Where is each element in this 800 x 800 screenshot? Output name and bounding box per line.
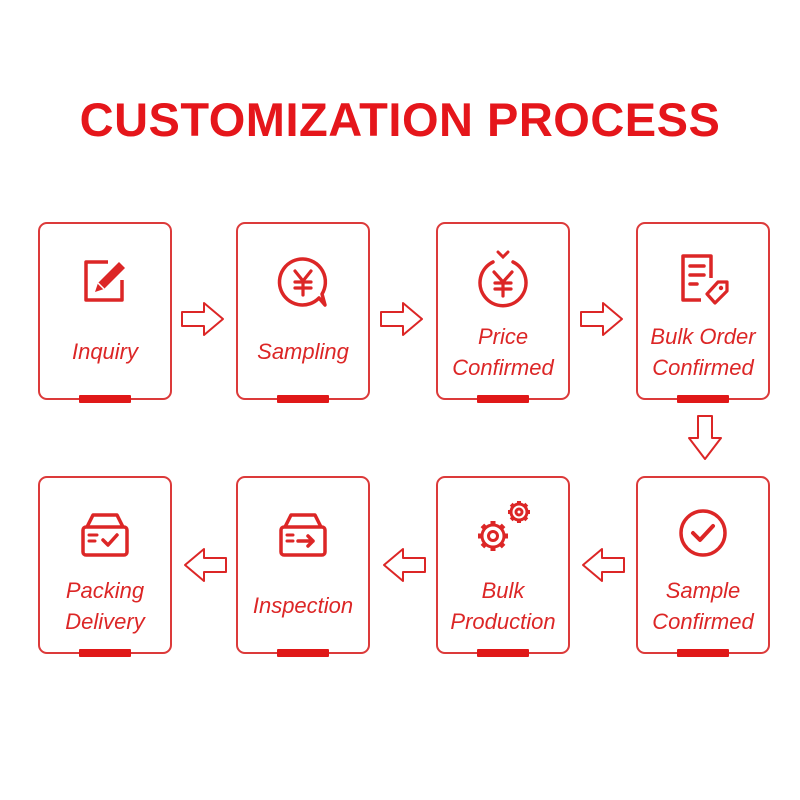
page-title: CUSTOMIZATION PROCESS <box>79 93 721 146</box>
step-label: Sampling <box>257 339 349 364</box>
step-indicator-bar <box>79 649 131 657</box>
step-label: Packing Delivery <box>65 578 145 634</box>
step-label: Price Confirmed <box>452 324 554 380</box>
arrow-right-icon <box>580 302 623 336</box>
step-card-packing-delivery: Packing Delivery <box>38 476 172 657</box>
step-label: Bulk Production <box>450 578 556 634</box>
step-indicator-bar <box>277 395 329 403</box>
yen-speech-bubble-icon <box>238 254 368 310</box>
edit-document-icon <box>40 254 170 308</box>
gears-icon <box>438 494 568 560</box>
step-card-sample-confirmed: Sample Confirmed <box>636 476 770 657</box>
step-indicator-bar <box>79 395 131 403</box>
step-card-inspection: Inspection <box>236 476 370 657</box>
step-indicator-bar <box>477 395 529 403</box>
step-label: Inspection <box>252 593 354 618</box>
yen-coin-icon <box>438 248 568 308</box>
arrow-left-icon <box>582 548 625 582</box>
arrow-down-icon <box>688 415 722 460</box>
inbox-check-icon <box>40 508 170 560</box>
step-label: Bulk Order Confirmed <box>650 324 756 380</box>
step-label: Sample Confirmed <box>652 578 754 634</box>
inbox-arrow-icon <box>238 508 368 560</box>
arrow-left-icon <box>383 548 426 582</box>
arrow-right-icon <box>181 302 224 336</box>
step-indicator-bar <box>677 649 729 657</box>
order-form-tag-icon <box>638 250 768 308</box>
step-card-sampling: Sampling <box>236 222 370 403</box>
step-card-price-confirmed: Price Confirmed <box>436 222 570 403</box>
arrow-left-icon <box>184 548 227 582</box>
step-indicator-bar <box>477 649 529 657</box>
step-card-bulk-order-confirmed: Bulk Order Confirmed <box>636 222 770 403</box>
check-circle-icon <box>638 506 768 560</box>
step-indicator-bar <box>677 395 729 403</box>
step-label: Inquiry <box>71 339 139 364</box>
arrow-right-icon <box>380 302 423 336</box>
step-indicator-bar <box>277 649 329 657</box>
step-card-bulk-production: Bulk Production <box>436 476 570 657</box>
step-card-inquiry: Inquiry <box>38 222 172 403</box>
